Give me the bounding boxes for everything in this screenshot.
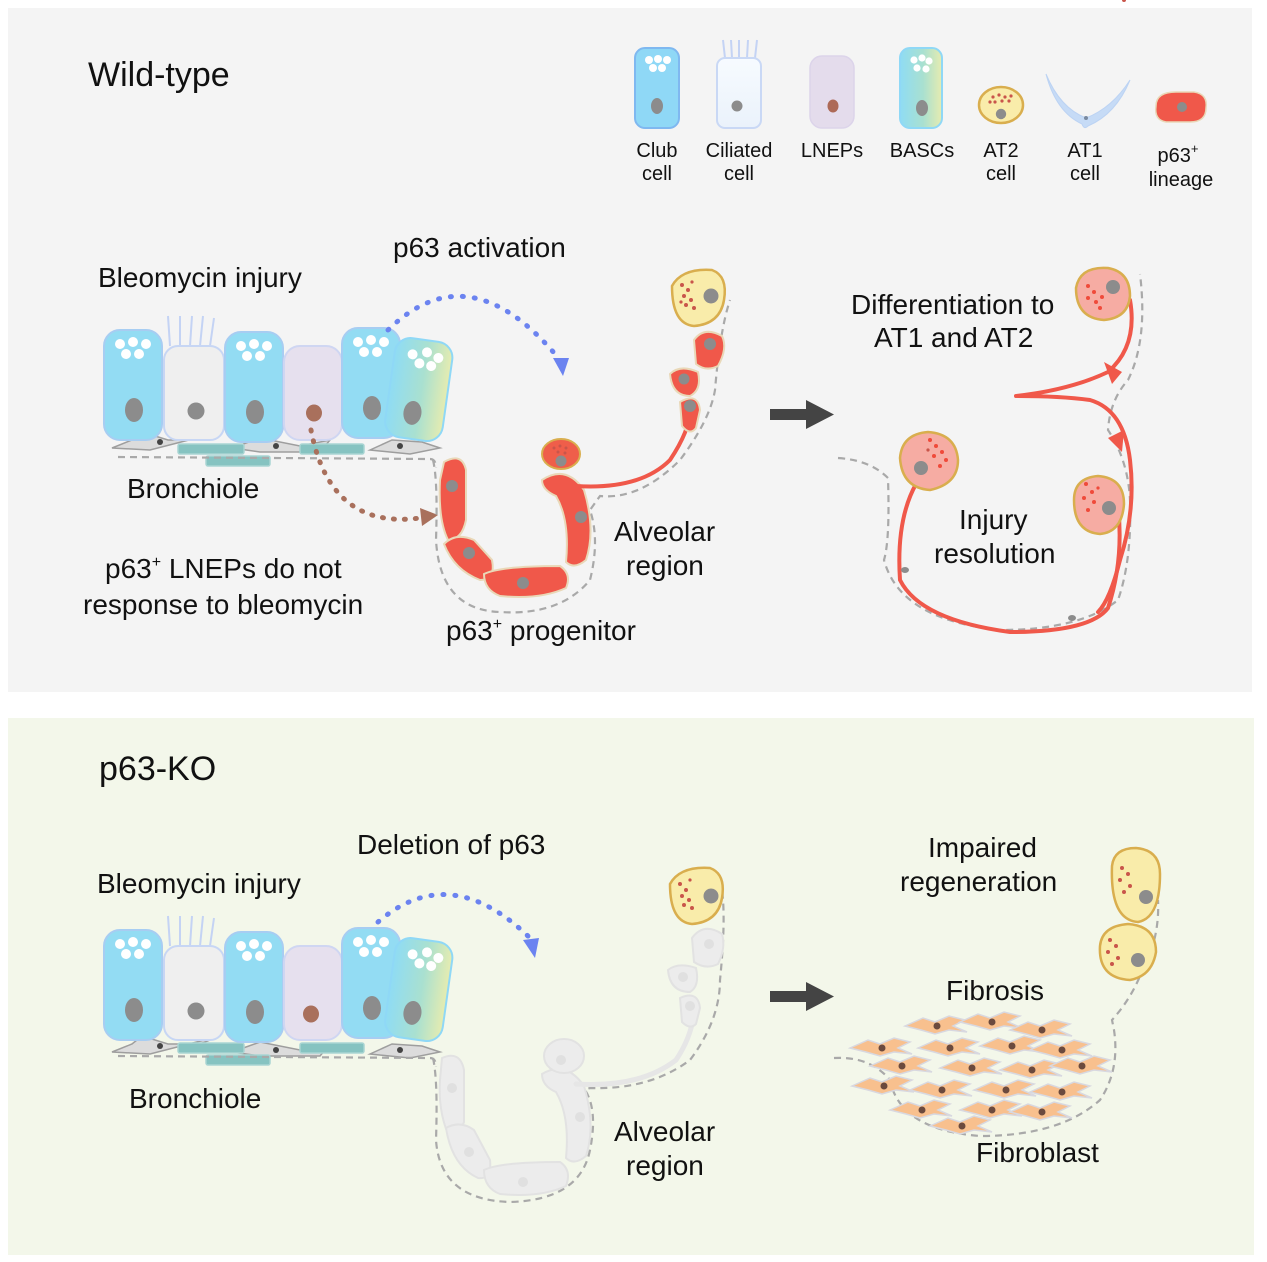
at2-cell-icon	[977, 85, 1025, 125]
legend-label: cell	[1070, 163, 1100, 185]
p63-activation-label: p63 activation	[393, 232, 566, 263]
legend-label: AT1	[1067, 140, 1102, 162]
p63-progenitor-alveolus	[431, 268, 732, 614]
at1-cell-icon	[1045, 73, 1131, 129]
bronchiole-label: Bronchiole	[129, 1083, 261, 1114]
legend-label: cell	[724, 163, 754, 185]
differentiation-label: Differentiation to	[851, 289, 1054, 320]
progression-arrow	[770, 982, 834, 1011]
p63-ko-title: p63-KO	[99, 750, 216, 788]
legend-label: AT2	[983, 140, 1018, 162]
club-cell-icon	[634, 47, 680, 129]
lnep-arrow	[308, 427, 438, 526]
legend-label: cell	[986, 163, 1016, 185]
lnep-cell-icon	[809, 55, 855, 129]
deletion-arrow	[375, 892, 539, 958]
bleomycin-injury-label: Bleomycin injury	[97, 868, 301, 899]
impaired-regeneration-label: regeneration	[900, 866, 1057, 897]
alveolar-region-label: Alveolar	[614, 1116, 715, 1147]
progression-arrow	[770, 400, 834, 429]
alveolar-region-label: Alveolar	[614, 516, 715, 547]
alveolar-region-label: region	[626, 1150, 704, 1181]
legend-label: LNEPs	[801, 140, 863, 162]
deletion-of-p63-label: Deletion of p63	[357, 829, 545, 860]
fibrotic-region	[833, 0, 1162, 1138]
alveolar-region-label: region	[626, 550, 704, 581]
ciliated-cell-icon	[716, 39, 762, 129]
legend-label: BASCs	[890, 140, 954, 162]
lnep-note: p63+ LNEPs do not	[105, 553, 342, 584]
legend-label: p63+	[1158, 141, 1199, 167]
bronchiole-label: Bronchiole	[127, 473, 259, 504]
differentiation-label: AT1 and AT2	[874, 322, 1033, 353]
lnep-note: response to bleomycin	[83, 589, 363, 620]
p63-lineage-cell-icon	[1154, 91, 1207, 123]
fibrosis-label: Fibrosis	[946, 975, 1044, 1006]
failed-alveolus	[431, 866, 725, 1204]
basc-cell-icon	[899, 47, 943, 129]
bleomycin-injury-label: Bleomycin injury	[98, 262, 302, 293]
bronchiole-epithelium	[103, 915, 454, 1068]
legend-label: Ciliated	[706, 140, 773, 162]
p63-progenitor-label: p63+ progenitor	[446, 615, 636, 646]
injury-resolution-label: resolution	[934, 538, 1055, 569]
legend-label: lineage	[1149, 169, 1214, 191]
repaired-alveolus	[837, 266, 1144, 635]
legend: Club cell Ciliated cell LNEPs BASCs	[634, 39, 1214, 191]
wild-type-title: Wild-type	[88, 56, 230, 94]
legend-label: Club	[636, 140, 677, 162]
injury-resolution-label: Injury	[959, 504, 1027, 535]
impaired-regeneration-label: Impaired	[928, 832, 1037, 863]
legend-label: cell	[642, 163, 672, 185]
fibroblast-label: Fibroblast	[976, 1137, 1099, 1168]
activation-arrow	[385, 293, 569, 376]
